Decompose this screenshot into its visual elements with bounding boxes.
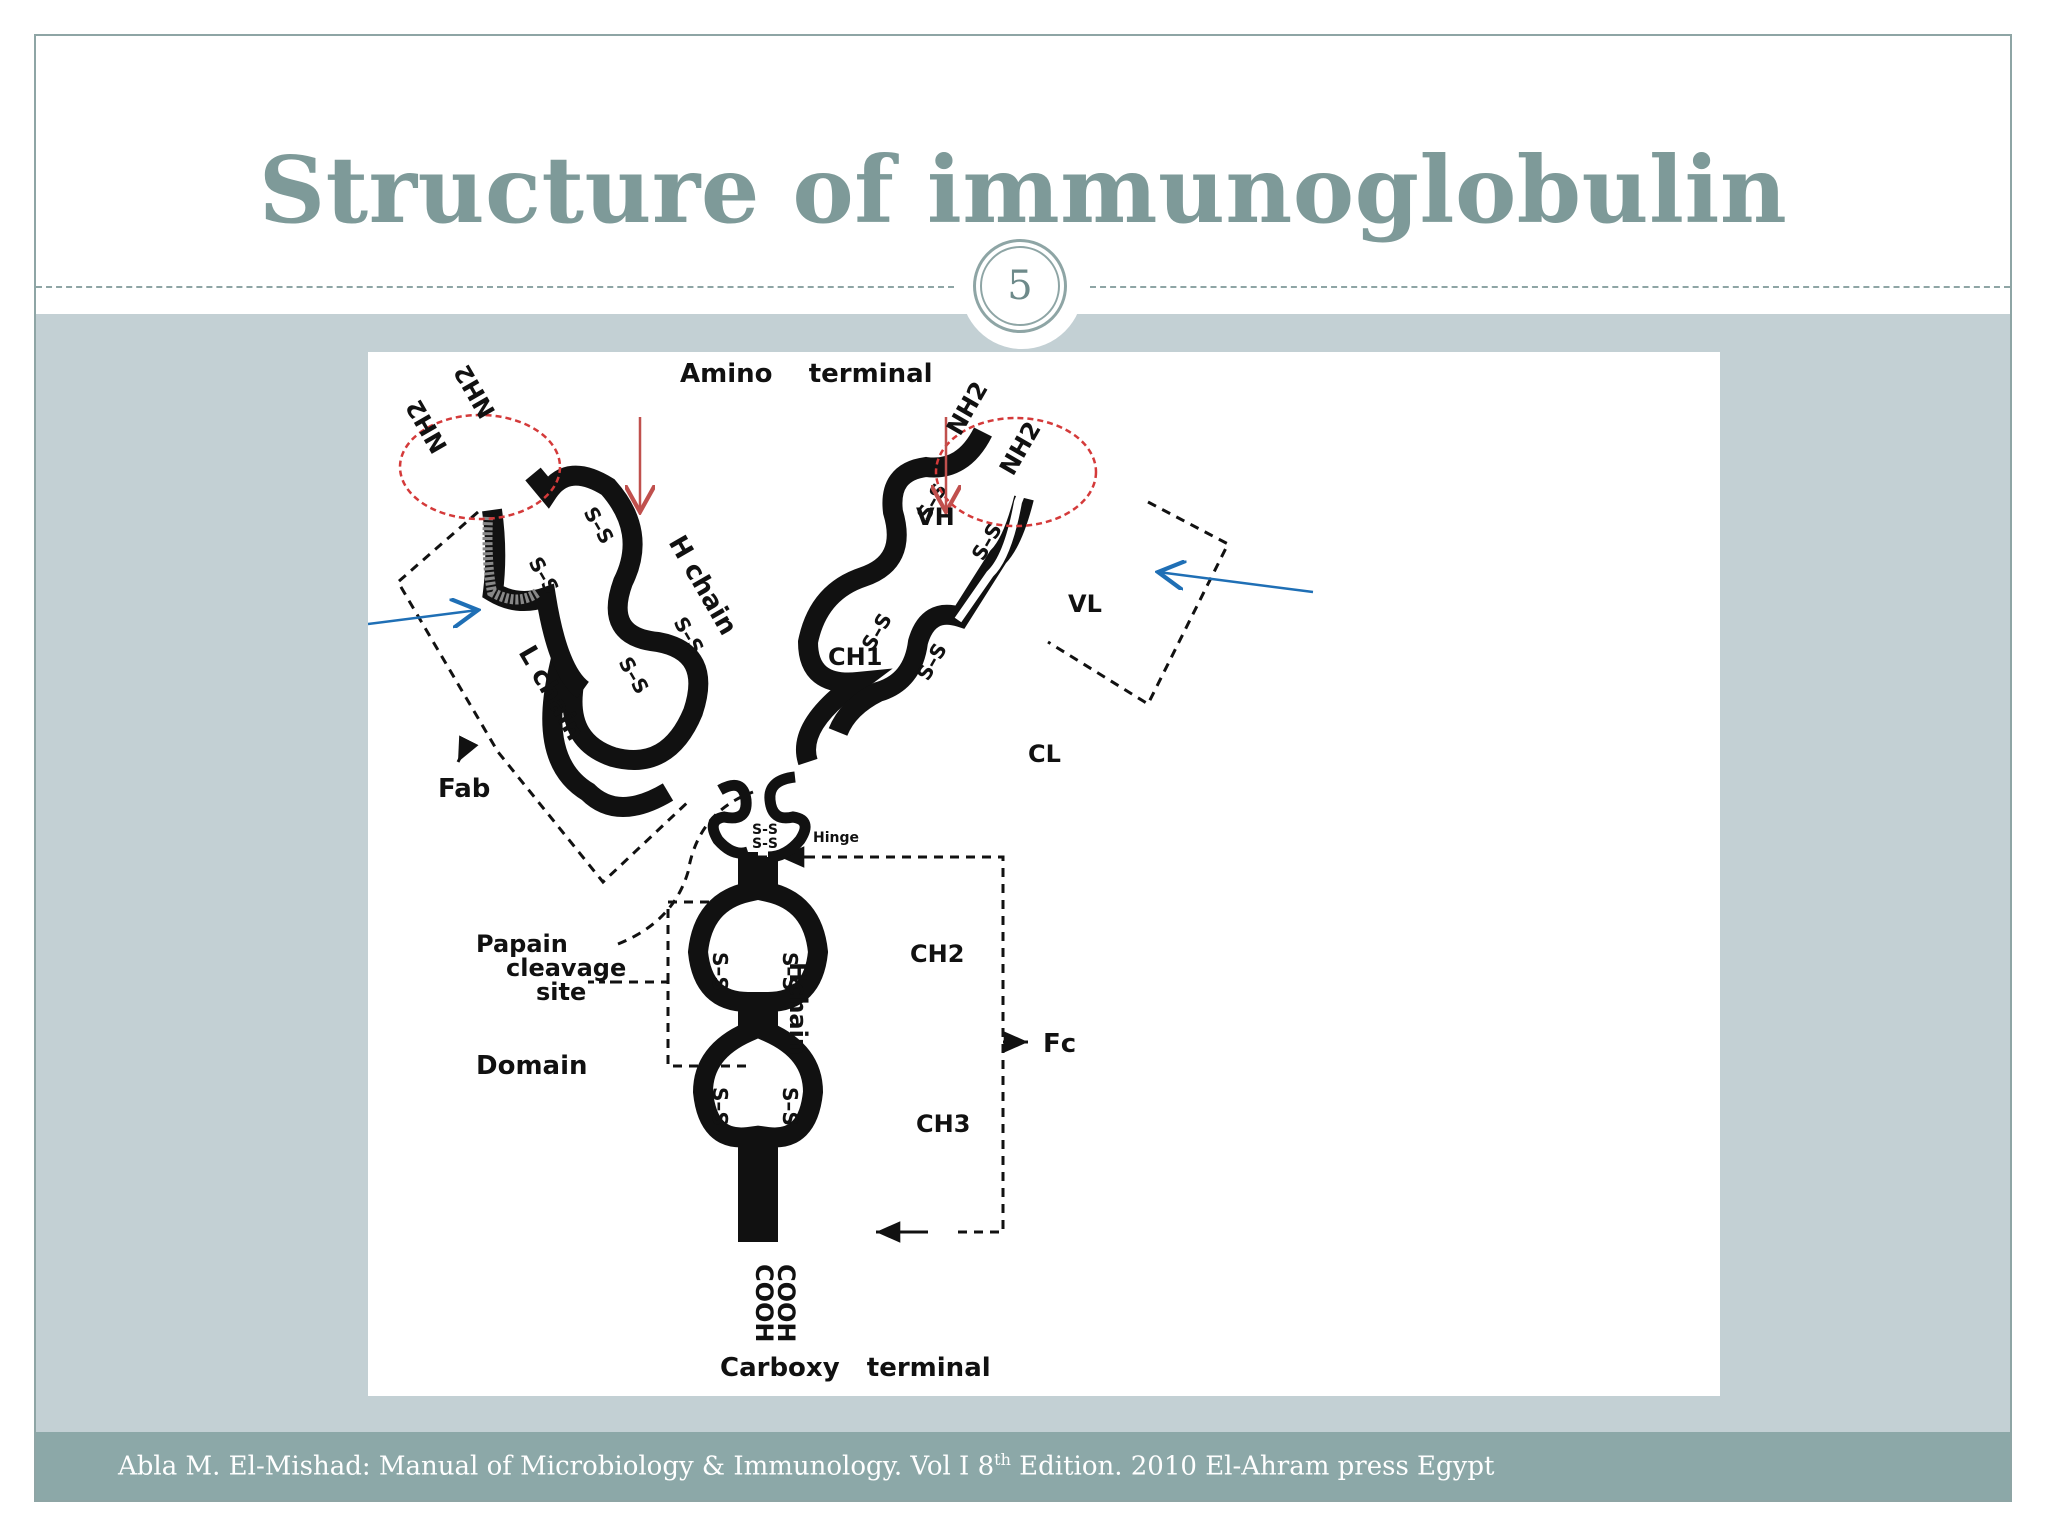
fab-pointer [456,735,479,763]
footer: Abla M. El-Mishad: Manual of Microbiolog… [36,1432,2010,1500]
disulfide-hinge-label: S-S [752,822,778,838]
slide-number: 5 [980,246,1060,326]
h-chain-stem-label: Hchain [784,962,812,1055]
citation-superscript: th [994,1450,1011,1469]
fc-label: Fc [1043,1029,1076,1059]
disulfide-label: S–S [778,1087,802,1126]
citation: Abla M. El-Mishad: Manual of Microbiolog… [118,1450,1494,1482]
fab-bracket-right [1047,500,1230,707]
divider-right [1090,286,2010,288]
immunoglobulin-diagram: S–S S–S S–S S–S S–S S–S S–S S–S S–S S–S … [368,352,1720,1396]
heavy-chain-left-arm [525,465,709,817]
cooh-label: COOH [772,1264,800,1343]
disulfide-label: S–S [708,952,732,991]
cl-label: CL [1028,740,1061,768]
blue-arrow-left [368,610,478,624]
slide-frame [34,34,2012,1502]
fc-chain-left [687,852,758,1242]
hinge-left [707,779,752,859]
nh2-highlight-right [934,416,1098,528]
papain-label-line2: cleavage [506,954,626,982]
vl-label: VL [1068,590,1102,618]
ch3-label: CH3 [916,1110,970,1138]
hinge-right [764,771,811,863]
fc-chain-right [758,857,829,1242]
amino-terminal-label: Amino terminal [680,359,933,389]
fab-bracket-left [396,510,692,885]
nh2-highlight-left [398,413,562,521]
slide-title: Structure of immunoglobulin [258,136,1788,244]
disulfide-label: S–S [708,1087,732,1126]
disulfide-label: S–S [778,952,802,991]
domain-label: Domain [476,1051,588,1081]
heavy-chain-right-arm [796,427,992,766]
cooh-label: COOH [750,1264,778,1343]
disulfide-hinge-label: S-S [752,836,778,852]
papain-pointer [617,790,754,946]
papain-label-line3: site [536,978,586,1006]
light-chain-right-variable [954,480,1030,623]
ch2-label: CH2 [910,940,964,968]
fab-label: Fab [438,774,490,804]
citation-text: Abla M. El-Mishad: Manual of Microbiolog… [118,1451,995,1482]
hinge-label: Hinge [813,830,859,846]
divider-left [36,286,954,288]
papain-label-line1: Papain [476,930,568,958]
citation-text-end: Edition. 2010 El-Ahram press Egypt [1010,1451,1495,1482]
vh-label: VH [916,503,955,531]
blue-arrow-right [1158,572,1314,594]
carboxy-terminal-label: Carboxy terminal [720,1353,991,1383]
light-chain-left-variable [482,516,541,605]
ch1-label: CH1 [828,643,882,671]
